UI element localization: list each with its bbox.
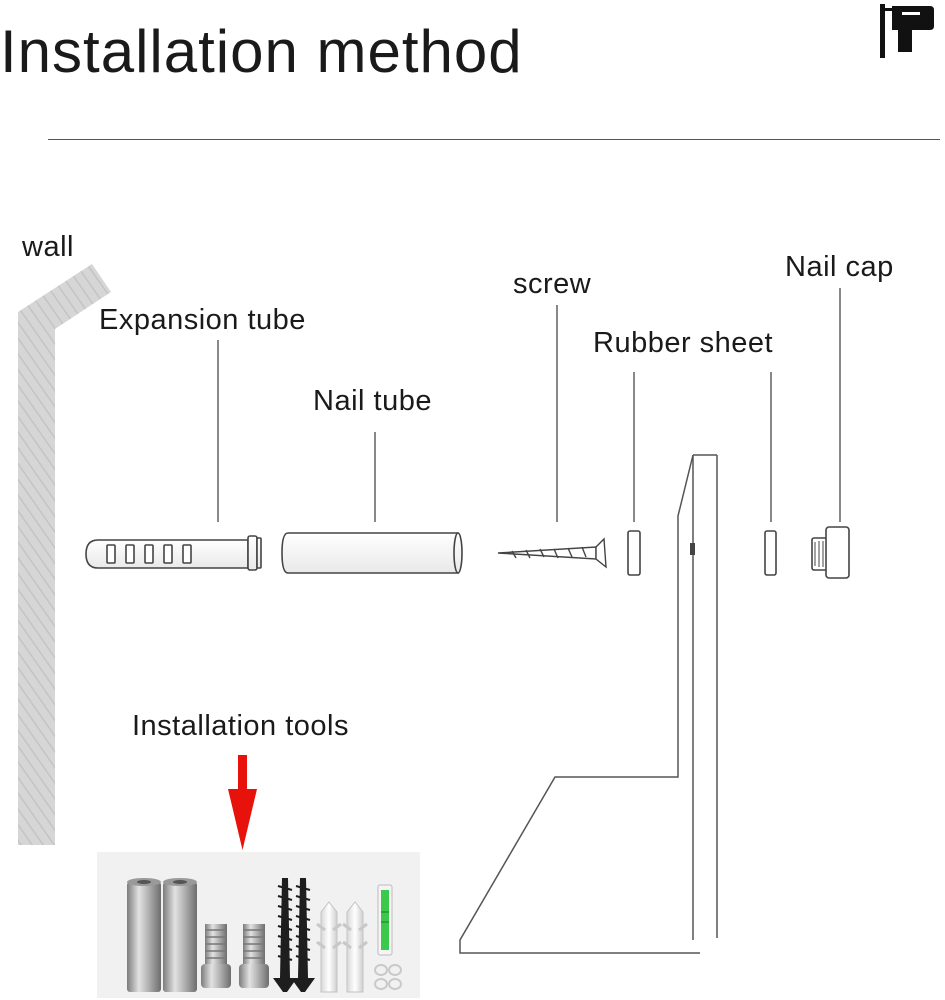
- bracket: [459, 454, 718, 954]
- nail-cap: [811, 526, 850, 579]
- label-nail-cap: Nail cap: [785, 251, 894, 283]
- title-divider: [48, 139, 940, 140]
- nail-tube: [281, 532, 463, 574]
- label-installation-tools: Installation tools: [132, 710, 349, 742]
- black-screw: [273, 878, 297, 992]
- rubber-sheet-left: [627, 530, 641, 576]
- expansion-tube: [85, 535, 262, 571]
- label-wall: wall: [22, 231, 74, 263]
- drill-icon: [880, 4, 934, 58]
- red-down-arrow-icon: [228, 755, 257, 850]
- spirit-level: [377, 884, 393, 956]
- wall-plug: [342, 901, 368, 993]
- cap-bolt: [239, 924, 269, 988]
- page-title: Installation method: [0, 18, 523, 85]
- cap-bolt: [201, 924, 231, 988]
- label-nail-tube: Nail tube: [313, 385, 432, 417]
- standoff-tube: [127, 878, 161, 992]
- wall: [18, 264, 111, 845]
- clear-washers: [374, 964, 402, 990]
- standoff-tube: [163, 878, 197, 992]
- label-rubber-sheet: Rubber sheet: [593, 327, 774, 359]
- installation-tools-photo: [97, 852, 420, 998]
- wall-plug: [316, 901, 342, 993]
- label-screw: screw: [513, 268, 592, 300]
- label-expansion-tube: Expansion tube: [99, 304, 306, 336]
- rubber-sheet-right: [764, 530, 777, 576]
- screw: [497, 537, 607, 569]
- black-screw: [291, 878, 315, 992]
